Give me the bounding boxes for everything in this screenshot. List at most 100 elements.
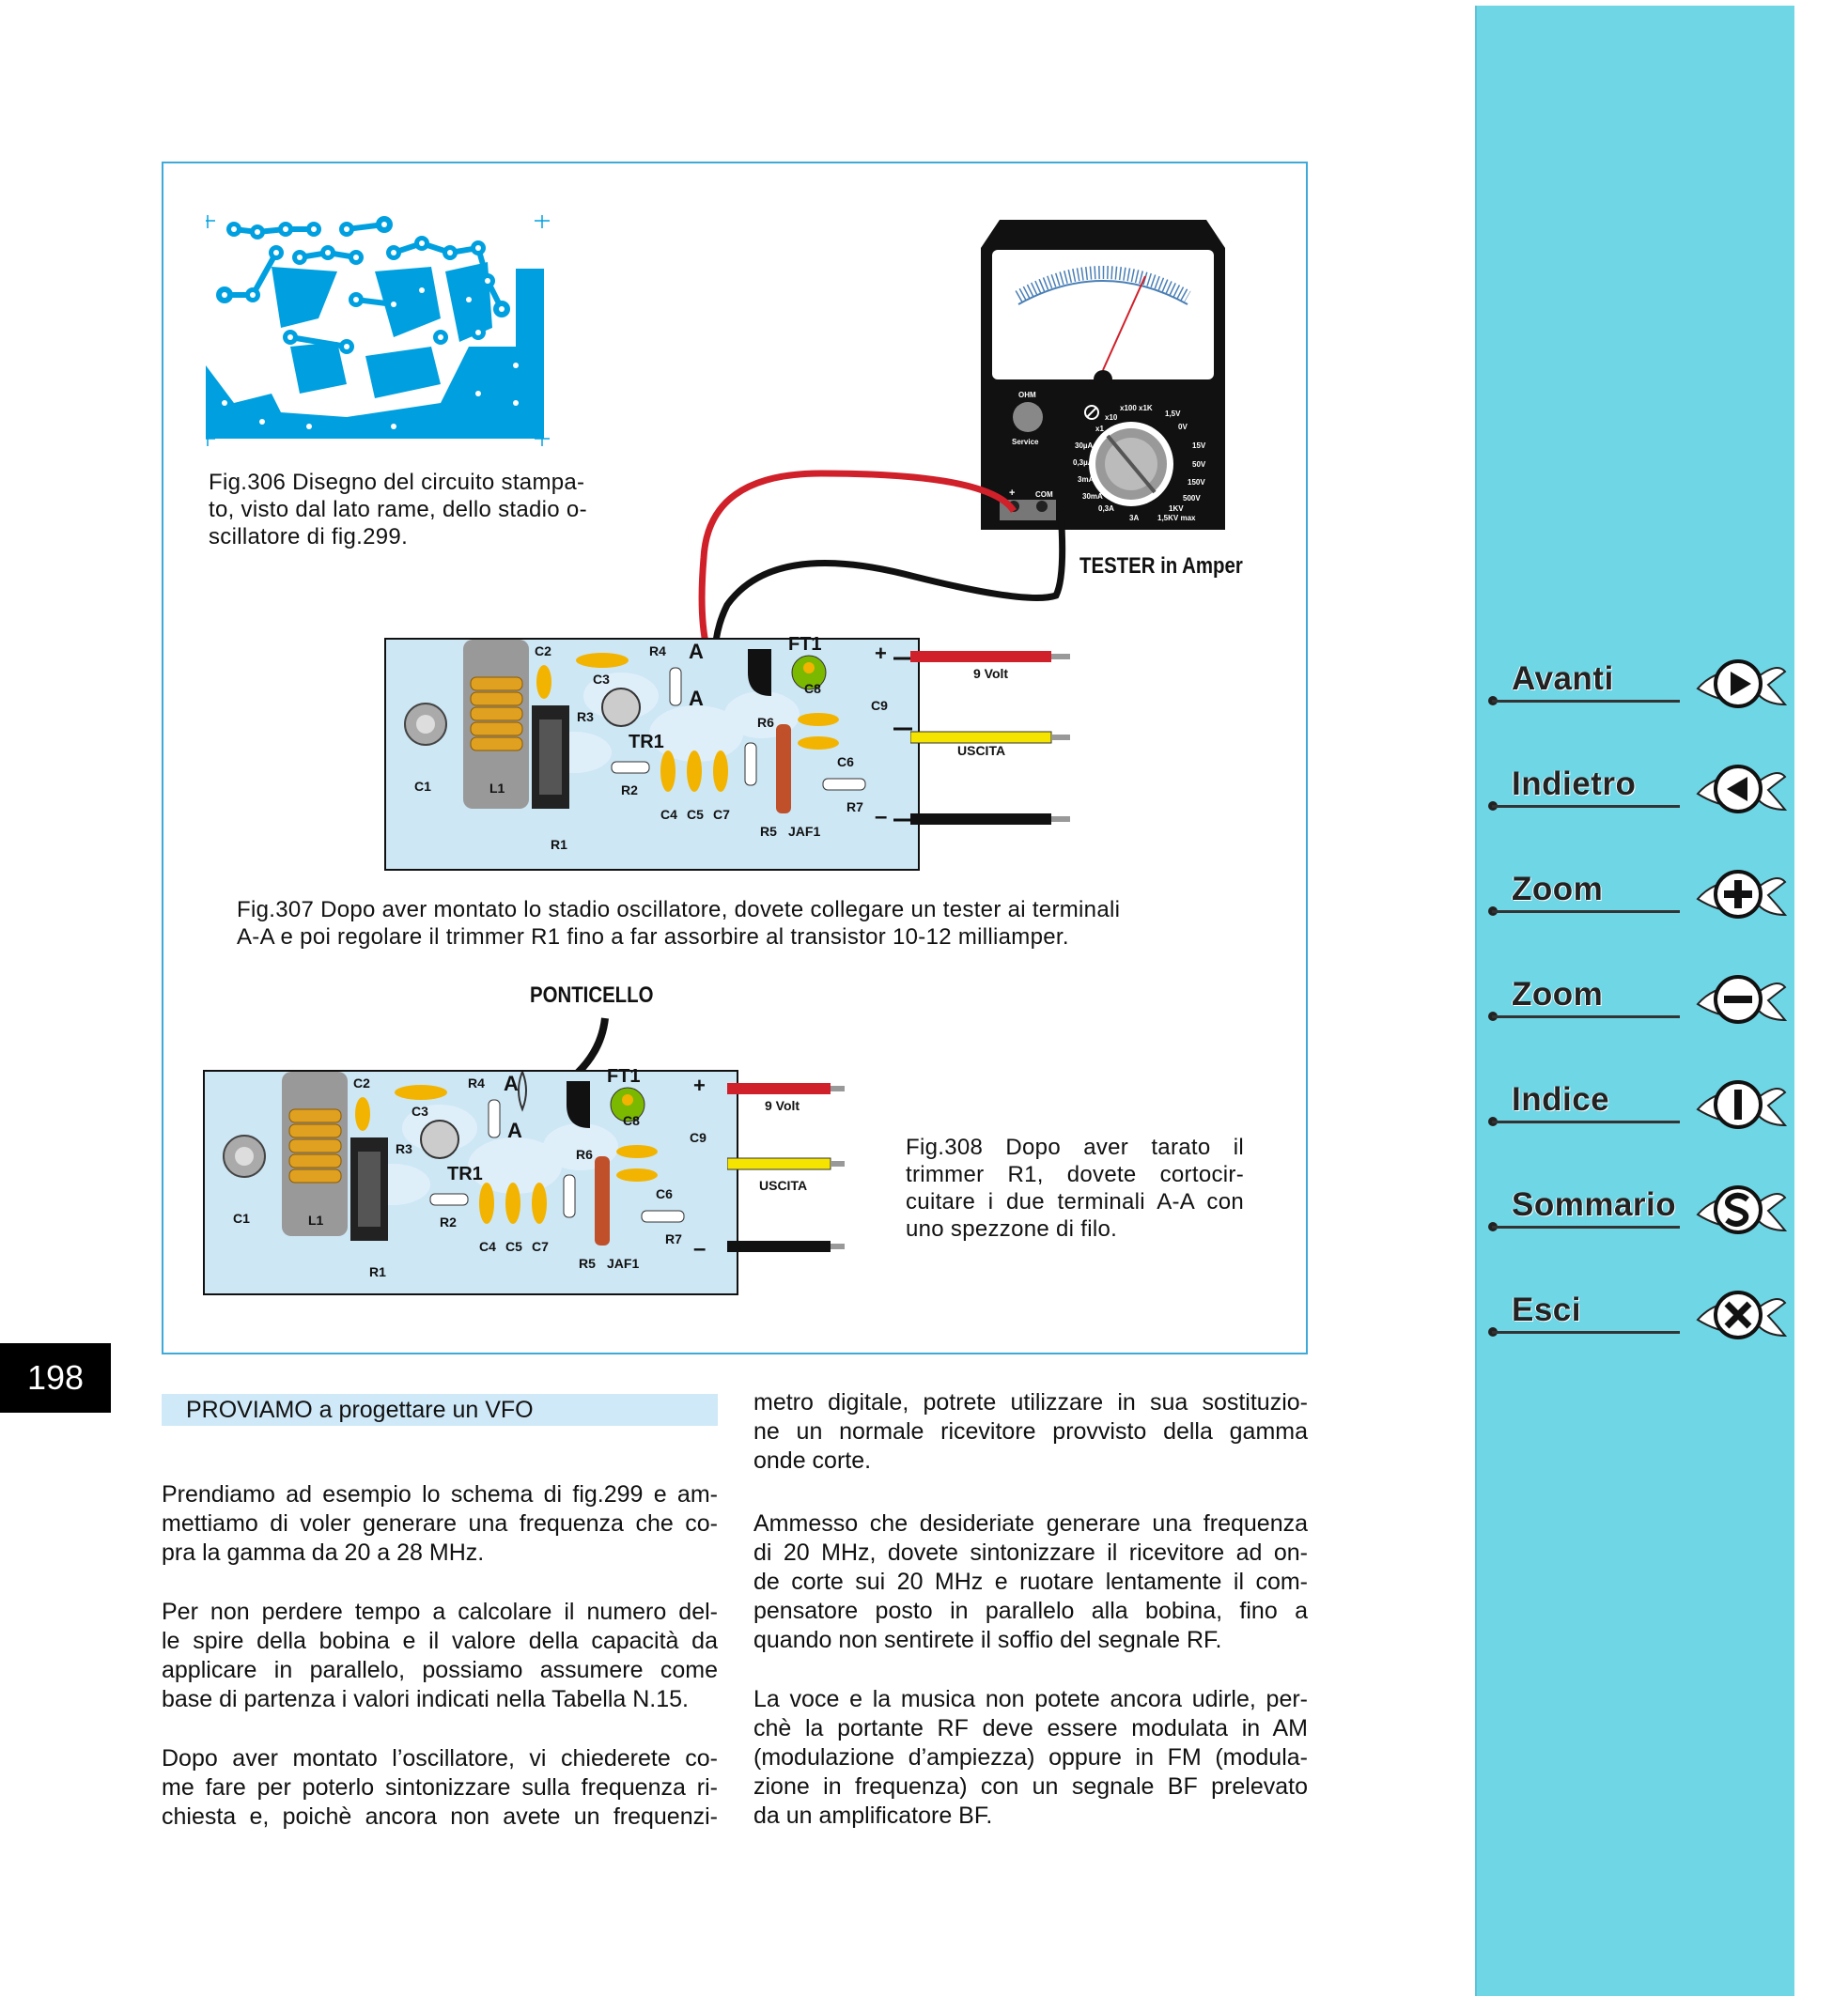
section-heading: PROVIAMO a progettare un VFO	[162, 1394, 718, 1426]
ponticello-label: PONTICELLO	[530, 983, 654, 1008]
wire-uscita-label: USCITA	[957, 743, 1006, 758]
nav-esci-button[interactable]: Esci	[1479, 1282, 1798, 1357]
tester-label: TESTER in Amper	[1079, 553, 1243, 579]
nav-indietro-button[interactable]: Indietro	[1479, 756, 1798, 831]
label-l1: L1	[308, 1213, 324, 1228]
page-number: 198	[26, 1358, 85, 1397]
dial-15v: 15V	[1192, 441, 1206, 450]
dial-com: COM	[1035, 490, 1053, 499]
dial-150v: 150V	[1188, 478, 1205, 487]
label-l1: L1	[489, 781, 505, 796]
label-minus: –	[693, 1236, 707, 1261]
label-c9: C9	[690, 1130, 707, 1145]
fig306-caption-line: to, visto dal lato rame, dello stadio o-	[209, 497, 587, 522]
nav-zoom-in-button[interactable]: Zoom	[1479, 861, 1798, 936]
dial-service: Service	[1012, 438, 1039, 446]
text-line: Per non perdere tempo a calcolare il num…	[162, 1599, 718, 1625]
text-line: Dopo aver montato l’oscillatore, vi chie…	[162, 1745, 718, 1772]
dial-1-5kv: 1,5KV max	[1157, 514, 1196, 522]
text-line: pensatore posto in parallelo alla bobina…	[753, 1598, 1308, 1624]
text-line: zione in frequenza) con un segnale BF pr…	[753, 1773, 1308, 1800]
nav-indice-button[interactable]: Indice	[1479, 1072, 1798, 1147]
label-r1: R1	[369, 1264, 386, 1279]
nav-label: Sommario	[1512, 1186, 1677, 1223]
zoom-out-minus-icon	[1696, 975, 1787, 1024]
label-c7: C7	[532, 1239, 549, 1254]
nav-sommario-button[interactable]: Sommario	[1479, 1177, 1798, 1252]
multimeter-tester-drawing	[981, 220, 1225, 530]
label-c3: C3	[412, 1104, 428, 1119]
underline	[1492, 1226, 1680, 1229]
fig306-caption-line: scillatore di fig.299.	[209, 524, 409, 549]
nav-zoom-out-button[interactable]: Zoom	[1479, 967, 1798, 1042]
index-i-icon	[1696, 1080, 1787, 1129]
fig307-caption: Fig.307 Dopo aver montato lo stadio osci…	[237, 896, 1270, 951]
dial-30ma: 30mA	[1082, 492, 1103, 501]
fig308-caption-line: Fig.308 Dopo aver tarato il	[906, 1135, 1244, 1160]
dial-x1: x1	[1095, 425, 1104, 433]
dial-3a: 3A	[1129, 514, 1140, 522]
fig308-circuit-board: C2 C3 R3 R4 A A FT1 C8 C9 R6 TR1 C6 R2 C…	[203, 1066, 738, 1295]
nav-avanti-button[interactable]: Avanti	[1479, 651, 1798, 726]
label-r4: R4	[468, 1075, 485, 1091]
board-components-2	[223, 1072, 685, 1246]
fig306-caption-line: Fig.306 Disegno del circuito stampa-	[209, 470, 585, 495]
underline	[1492, 700, 1680, 703]
text-line: chiesta e, poichè ancora non avete un fr…	[162, 1803, 718, 1830]
label-c2: C2	[353, 1075, 370, 1091]
section-heading-text: PROVIAMO a progettare un VFO	[186, 1397, 534, 1423]
text-line: pra la gamma da 20 a 28 MHz.	[162, 1540, 485, 1566]
fig308-caption-line: cuitare i due terminali A-A con	[906, 1189, 1244, 1215]
wire-9-volt-label: 9 Volt	[765, 1098, 800, 1113]
zoom-in-plus-icon	[1696, 870, 1787, 919]
label-plus: +	[693, 1074, 706, 1097]
label-plus: +	[875, 642, 887, 665]
label-a-top: A	[504, 1072, 519, 1095]
label-r6: R6	[757, 715, 774, 730]
label-r4: R4	[649, 643, 666, 658]
text-line: Ammesso che desideriate generare una fre…	[753, 1510, 1308, 1537]
label-ft1: FT1	[788, 634, 822, 655]
dial-3ma: 3mA	[1078, 475, 1095, 484]
text-line: La voce e la musica non potete ancora ud…	[753, 1686, 1308, 1712]
label-c4: C4	[479, 1239, 496, 1254]
label-a-bottom: A	[507, 1119, 522, 1142]
dial-03ua: 0,3µA	[1073, 458, 1094, 467]
label-r1: R1	[551, 837, 567, 852]
label-tr1: TR1	[629, 732, 664, 752]
text-line: di 20 MHz, dovete sintonizzare il ricevi…	[753, 1540, 1308, 1566]
label-c5: C5	[687, 807, 704, 822]
nav-label: Zoom	[1512, 976, 1604, 1013]
label-c9: C9	[871, 698, 888, 713]
underline	[1492, 1015, 1680, 1018]
underline	[1492, 805, 1680, 808]
label-c3: C3	[593, 672, 610, 687]
dial-1-5v: 1,5V	[1165, 410, 1181, 418]
fig306-caption: Fig.306 Disegno del circuito stampa- to,…	[209, 469, 622, 550]
label-a-bottom: A	[689, 687, 704, 710]
text-line: me fare per poterlo sintonizzare sulla f…	[162, 1774, 718, 1801]
label-r5: R5	[760, 824, 777, 839]
text-line: le spire della bobina e il valore della …	[162, 1628, 718, 1654]
dial-50v: 50V	[1192, 460, 1206, 469]
fig307-caption-line: A-A e poi regolare il trimmer R1 fino a …	[237, 924, 1069, 950]
fig307-output-wires	[910, 651, 1070, 825]
label-c5: C5	[505, 1239, 522, 1254]
label-c2: C2	[535, 643, 551, 658]
label-minus: –	[875, 804, 888, 829]
label-r6: R6	[576, 1147, 593, 1162]
board-components	[404, 640, 912, 822]
label-r5: R5	[579, 1256, 596, 1271]
label-jaf1: JAF1	[788, 824, 821, 839]
nav-label: Esci	[1512, 1292, 1581, 1328]
fig308-output-wires	[727, 1083, 845, 1252]
label-r2: R2	[621, 782, 638, 797]
underline	[1492, 910, 1680, 913]
label-c4: C4	[660, 807, 677, 822]
text-line: ne un normale ricevitore provvisto della…	[753, 1418, 1308, 1445]
label-jaf1: JAF1	[607, 1256, 640, 1271]
dial-x100x1k: x100 x1K	[1120, 404, 1153, 412]
label-r3: R3	[577, 709, 594, 724]
play-right-icon	[1696, 659, 1787, 708]
fig308-caption: Fig.308 Dopo aver tarato il trimmer R1, …	[906, 1134, 1244, 1243]
